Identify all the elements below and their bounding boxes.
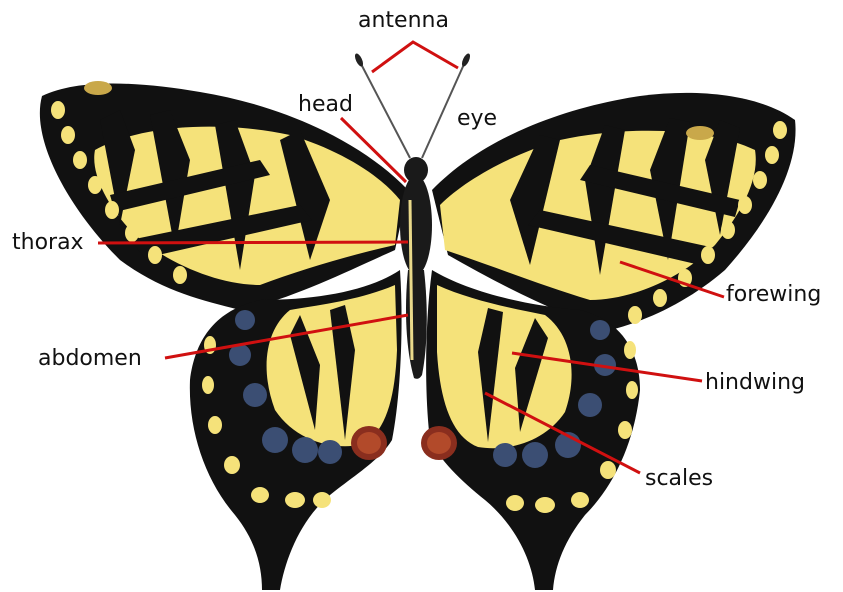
label-eye: eye bbox=[457, 108, 497, 130]
thorax-pointer bbox=[98, 242, 408, 243]
label-head: head bbox=[298, 94, 353, 116]
label-abdomen: abdomen bbox=[38, 348, 142, 370]
label-scales: scales bbox=[645, 468, 713, 490]
label-forewing: forewing bbox=[726, 284, 821, 306]
label-thorax: thorax bbox=[12, 232, 84, 254]
antennae bbox=[353, 52, 471, 158]
label-hindwing: hindwing bbox=[705, 372, 805, 394]
left-hindwing bbox=[190, 270, 402, 590]
antenna-pointer bbox=[372, 42, 458, 72]
label-antenna: antenna bbox=[358, 10, 449, 32]
